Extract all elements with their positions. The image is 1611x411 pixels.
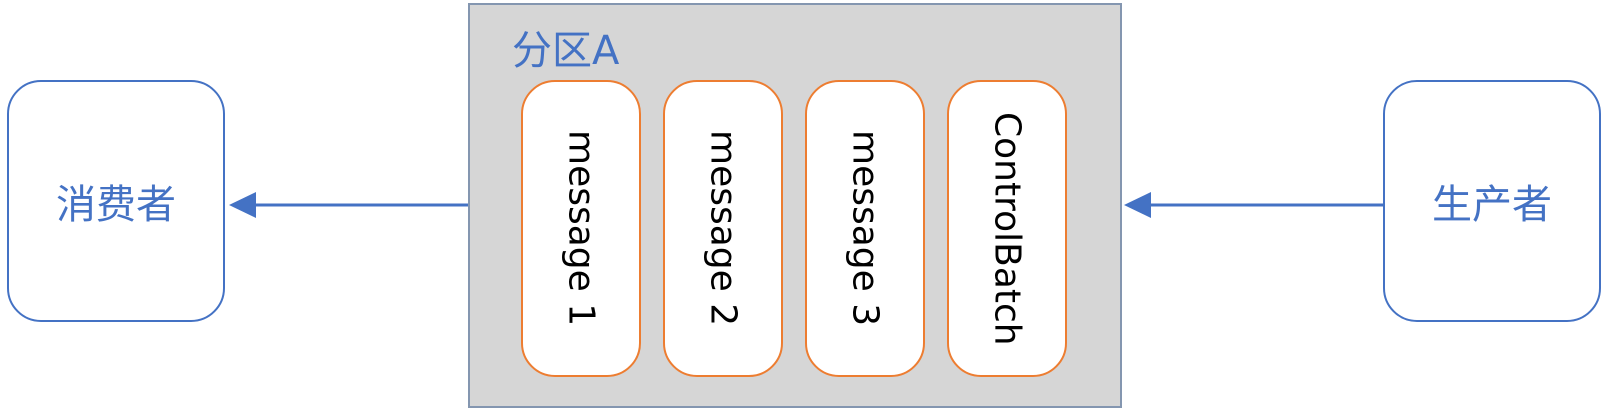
consumer-node: 消费者 bbox=[7, 80, 225, 322]
record-label: ControlBatch bbox=[986, 111, 1028, 346]
record-message-1: message 1 bbox=[521, 80, 641, 377]
record-label: message 1 bbox=[560, 130, 602, 327]
arrow-partition-to-consumer bbox=[229, 192, 468, 218]
arrow-producer-to-partition bbox=[1124, 192, 1383, 218]
consumer-label: 消费者 bbox=[56, 182, 176, 228]
record-message-2: message 2 bbox=[663, 80, 783, 377]
record-control-batch: ControlBatch bbox=[947, 80, 1067, 377]
record-message-3: message 3 bbox=[805, 80, 925, 377]
producer-label: 生产者 bbox=[1432, 182, 1552, 228]
record-label: message 2 bbox=[702, 130, 744, 327]
partition-container: 分区A message 1 message 2 message 3 Contro… bbox=[468, 3, 1122, 408]
record-label: message 3 bbox=[844, 130, 886, 327]
producer-node: 生产者 bbox=[1383, 80, 1601, 322]
partition-title: 分区A bbox=[512, 28, 620, 74]
